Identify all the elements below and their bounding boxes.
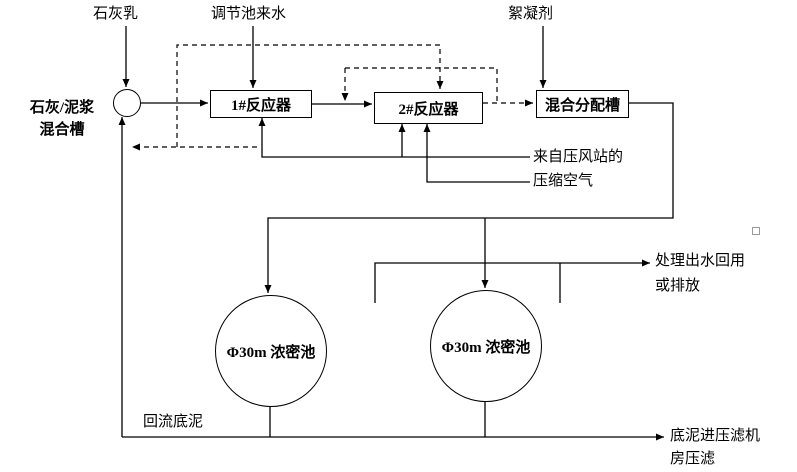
stray-square-artifact — [752, 227, 760, 235]
sludge-to-press-label: 底泥进压滤机 房压滤 — [670, 428, 761, 467]
distribution-tank-label: 混合分配槽 — [544, 97, 620, 114]
reactor1-box: 1#反应器 — [210, 90, 312, 118]
thickener2-circle: Φ30m 浓密池 — [430, 290, 542, 402]
mixing-tank-label: 石灰/泥浆 混合槽 — [29, 100, 95, 138]
reactor2-label: 2#反应器 — [398, 101, 459, 118]
compressed-air-label: 来自压风站的 压缩空气 — [533, 149, 624, 189]
distribution-to-thickener1-line — [264, 102, 674, 293]
air-line-to-reactor1 — [258, 118, 530, 158]
thickener1-circle: Φ30m 浓密池 — [215, 295, 327, 407]
air-line-to-reactor2 — [423, 124, 530, 183]
thickener2-label: Φ30m 浓密池 — [441, 339, 531, 356]
reactor2-box: 2#反应器 — [374, 92, 483, 124]
thickener1-label: Φ30m 浓密池 — [226, 344, 316, 361]
bypass-dashed-over-reactor2 — [345, 67, 498, 103]
flocculant-label: 絮凝剂 — [508, 6, 554, 22]
lime-slurry-mixing-tank-symbol — [113, 89, 141, 117]
bypass-dashed-to-reactor2 — [176, 44, 444, 147]
inflow-label: 调节池来水 — [211, 6, 287, 22]
treated-water-line — [374, 259, 650, 303]
treated-water-label: 处理出水回用 或排放 — [655, 253, 746, 294]
return-sludge-label: 回流底泥 — [143, 414, 204, 430]
reactor1-label: 1#反应器 — [230, 97, 291, 114]
distribution-tank-box: 混合分配槽 — [536, 90, 629, 118]
lime-milk-label: 石灰乳 — [93, 6, 139, 22]
